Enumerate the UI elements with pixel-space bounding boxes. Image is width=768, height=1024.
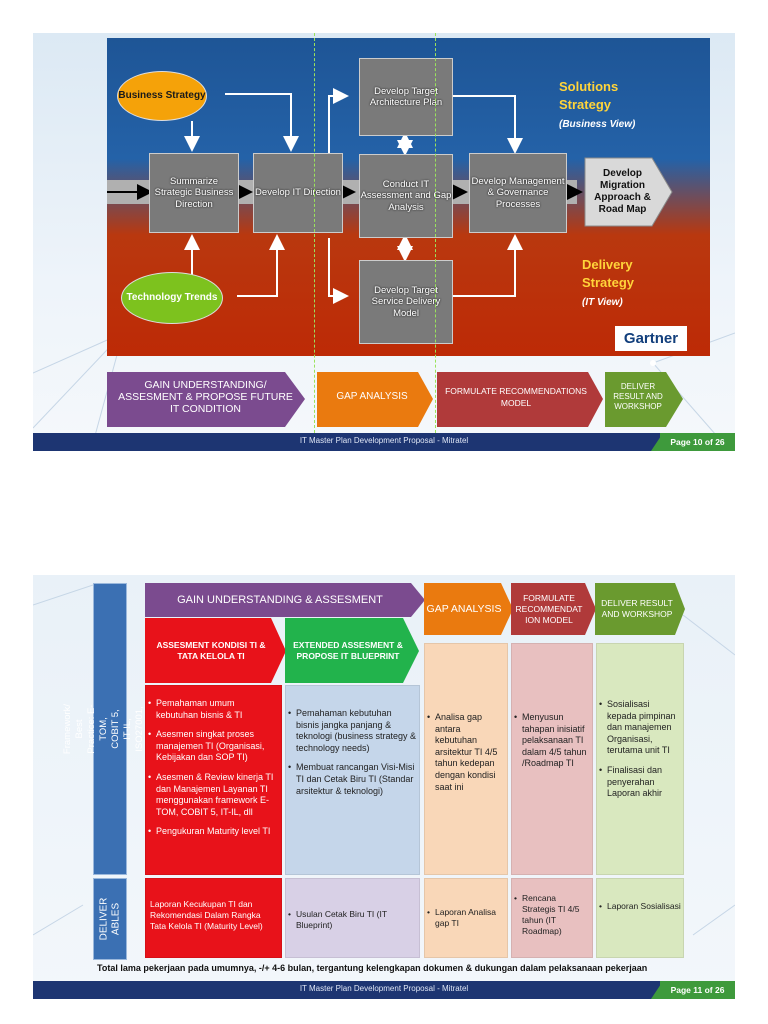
footer-title: IT Master Plan Development Proposal - Mi… [299,436,469,445]
header-assesment-kondisi: ASSESMENT KONDISI TI & TATA KELOLA TI [156,640,266,661]
migration-road-map-label: Develop Migration Approach & Road Map [594,168,651,215]
technology-trends-oval: Technology Trends [121,272,223,324]
deliver-item: Sosialisasi kepada pimpinan dan manajeme… [599,699,681,757]
assesment-item: Pemahaman umum kebutuhan bisnis & TI [148,698,279,721]
it-view-text: (IT View) [582,297,623,308]
deliverables-label: DELIVER ABLES [93,878,127,960]
deliverable-extended: Usulan Cetak Biru TI (IT Blueprint) [285,878,420,958]
assesment-item: Asesmen & Review kinerja TI dan Manajeme… [148,772,279,818]
gartner-logo: Gartner [615,326,687,351]
phase-divider-right [435,33,436,433]
header-chevrons [145,583,685,683]
business-view-text: (Business View) [559,119,636,130]
total-duration-note: Total lama pekerjaan pada umumnya, -/+ 4… [97,963,648,973]
column-formulate: Menyusun tahapan inisiatif pelaksanaan T… [511,643,593,875]
target-service-delivery-box: Develop Target Service Delivery Model [359,260,453,344]
deliverable-deliver-text: Laporan Sosialisasi [599,901,681,912]
delivery-strategy-text: Delivery Strategy [582,257,635,290]
extended-item: Pemahaman kebutuhan bisnis jangka panjan… [288,708,417,754]
deliverable-assesment: Laporan Kecukupan TI dan Rekomendasi Dal… [145,878,282,958]
management-governance-box: Develop Management & Governance Processe… [469,153,567,233]
header-extended-assesment: EXTENDED ASSESMENT & PROPOSE IT BLUEPRIN… [293,640,403,661]
column-assesment: Pemahaman umum kebutuhan bisnis & TI Ase… [145,685,282,875]
header-formulate: FORMULATE RECOMMENDAT ION MODEL [515,592,583,625]
column-deliver: Sosialisasi kepada pimpinan dan manajeme… [596,643,684,875]
column-extended: Pemahaman kebutuhan bisnis jangka panjan… [285,685,420,875]
slide-page-11: Framework/ Best Practice: E-TOM, COBIT 5… [33,575,735,999]
deliverable-gap-text: Laporan Analisa gap TI [427,907,505,929]
phase-chevrons [107,372,683,427]
deliverable-deliver: Laporan Sosialisasi [596,878,684,958]
header-gap-analysis: GAP ANALYSIS [426,602,502,615]
phase-gap-analysis: GAP ANALYSIS [336,391,408,402]
it-assessment-gap-box: Conduct IT Assessment and Gap Analysis [359,154,453,238]
phase-divider-left [314,33,315,433]
phase-formulate-recommendations: FORMULATE RECOMMENDATIONS MODEL [445,386,587,408]
deliverable-extended-text: Usulan Cetak Biru TI (IT Blueprint) [288,909,417,931]
network-background-graphic [33,584,735,936]
deliverable-formulate: Rencana Strategis TI 4/5 tahun (IT Roadm… [511,878,593,958]
page-number: Page 10 of 26 [660,433,735,451]
phase-gain-understanding: GAIN UNDERSTANDING/ ASSESMENT & PROPOSE … [118,379,293,415]
target-architecture-box: Develop Target Architecture Plan [359,58,453,136]
deliverable-formulate-text: Rencana Strategis TI 4/5 tahun (IT Roadm… [514,893,590,937]
footer-bar: IT Master Plan Development Proposal - Mi… [33,981,735,999]
footer-bar: IT Master Plan Development Proposal - Mi… [33,433,735,451]
deliver-item: Finalisasi dan penyerahan Laporan akhir [599,765,681,800]
page-number: Page 11 of 26 [660,981,735,999]
phase-deliver-result: DELIVER RESULT AND WORKSHOP [613,382,663,411]
business-strategy-oval: Business Strategy [117,71,207,121]
solutions-strategy-label: Solutions Strategy (Business View) [559,78,635,134]
migration-chevron [584,157,673,227]
summarize-business-direction-box: Summarize Strategic Business Direction [149,153,239,233]
assesment-item: Asesmen singkat proses manajemen TI (Org… [148,729,279,764]
framework-best-practice-label: Framework/ Best Practice: E-TOM, COBIT 5… [62,583,157,875]
solutions-strategy-text: Solutions Strategy [559,79,619,112]
header-gain-understanding: GAIN UNDERSTANDING & ASSESMENT [177,593,383,606]
slide-page-10: Business Strategy Technology Trends Summ… [33,33,735,451]
extended-item: Membuat rancangan Visi-Misi TI dan Cetak… [288,762,417,797]
header-deliver: DELIVER RESULT AND WORKSHOP [601,598,673,619]
develop-it-direction-box: Develop IT Direction [253,153,343,233]
framework-label-text: Framework/ Best Practice: E-TOM, COBIT 5… [62,703,157,755]
column-gap-analysis: Analisa gap antara kebutuhan arsitektur … [424,643,508,875]
deliverable-gap: Laporan Analisa gap TI [424,878,508,958]
formulate-item: Menyusun tahapan inisiatif pelaksanaan T… [514,712,590,770]
deliverables-label-text: DELIVER ABLES [98,897,122,941]
footer-title: IT Master Plan Development Proposal - Mi… [299,984,469,993]
assesment-item: Pengukuran Maturity level TI [148,826,279,838]
strategy-framework-diagram: Business Strategy Technology Trends Summ… [107,38,710,356]
gap-item: Analisa gap antara kebutuhan arsitektur … [427,712,505,793]
delivery-strategy-label: Delivery Strategy (IT View) [582,256,652,312]
